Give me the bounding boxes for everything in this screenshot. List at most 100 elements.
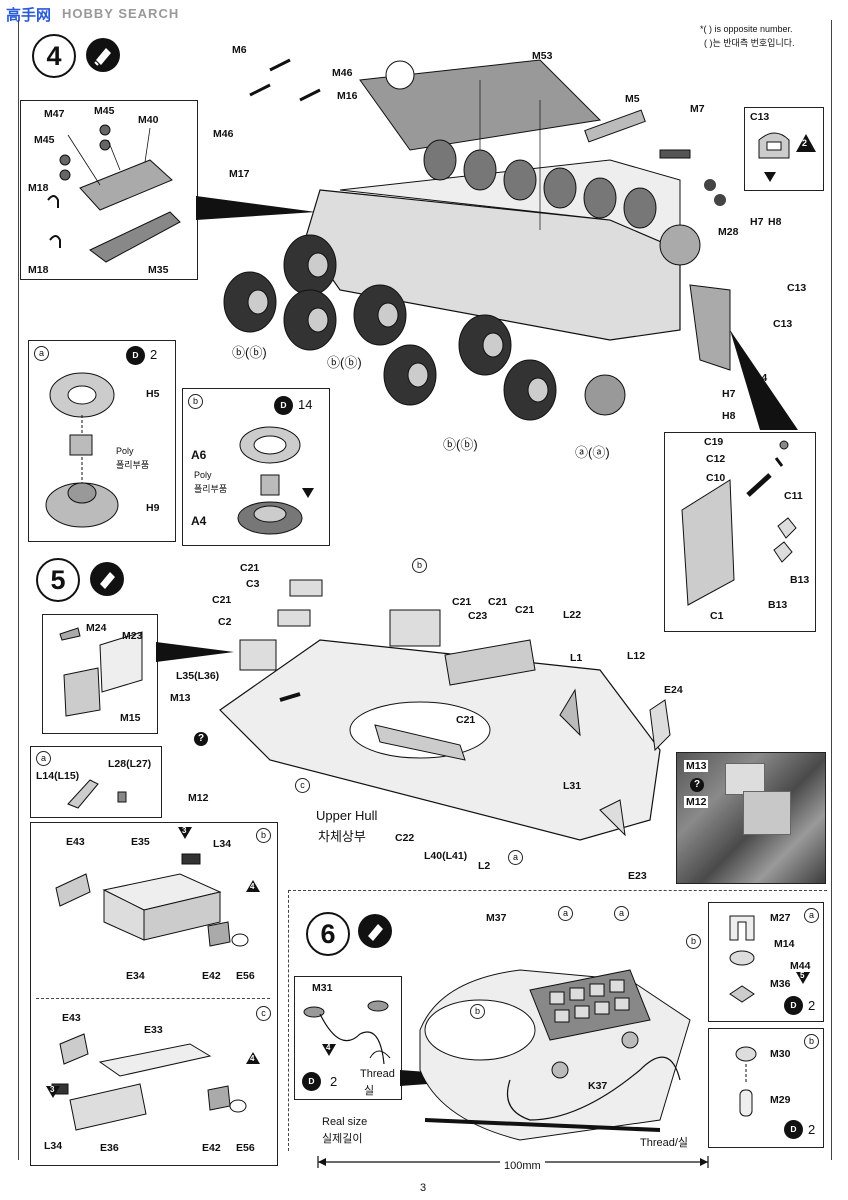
label-h7: H7 xyxy=(750,216,764,228)
arrow-icon xyxy=(302,488,314,498)
label-c12: C12 xyxy=(706,453,726,465)
label-c3: C3 xyxy=(246,578,260,590)
label-c10: C10 xyxy=(706,472,726,484)
sub-b-marker-6: b xyxy=(804,1034,819,1049)
label-m37: M37 xyxy=(486,912,507,924)
poly-cement-icon-b: D xyxy=(274,396,293,415)
sub-a-count-6: 2 xyxy=(808,998,816,1013)
scale-label: 100mm xyxy=(500,1160,545,1172)
poly-cement-icon: D xyxy=(126,346,145,365)
step-4-number: 4 xyxy=(32,34,76,78)
watermark-cn: 高手网 xyxy=(6,7,52,24)
label-m24: M24 xyxy=(86,622,107,634)
label-c22: C22 xyxy=(395,832,415,844)
label-m6: M6 xyxy=(232,44,247,56)
cable-badge-4: 4 xyxy=(326,1043,331,1052)
label-e43-c: E43 xyxy=(62,1012,81,1024)
step6-sub-a xyxy=(708,902,824,1022)
sub-a-marker: a xyxy=(34,346,49,361)
label-h9: H9 xyxy=(146,502,160,514)
page-frame xyxy=(18,20,832,1160)
badge-4-icon-cable xyxy=(322,1044,336,1056)
fender-inset-drawing xyxy=(47,124,181,263)
marker-b-top: b xyxy=(412,558,427,573)
label-bb-3: ⓑ(ⓑ) xyxy=(443,437,478,452)
thread-label: Thread xyxy=(360,1068,395,1080)
detail-callout-wedge xyxy=(730,330,798,430)
photo-label-m12: M12 xyxy=(684,796,709,808)
glue-icon xyxy=(86,38,120,72)
badge-5-icon xyxy=(796,972,810,984)
marker-c: c xyxy=(295,778,310,793)
label-e42: E42 xyxy=(202,970,221,982)
label-l34: L34 xyxy=(213,838,232,850)
sub-a-marker: a xyxy=(36,751,51,766)
opposite-number-note-kr: ( )는 반대측 번호입니다. xyxy=(704,38,795,48)
label-k37: K37 xyxy=(588,1080,608,1092)
label-e33: E33 xyxy=(144,1024,163,1036)
c13-badge: 2 xyxy=(802,138,808,148)
label-b13-b: B13 xyxy=(768,599,788,611)
label-b13: B13 xyxy=(790,574,810,586)
thread-label-kr: 실 xyxy=(364,1085,375,1097)
label-m12: M12 xyxy=(188,792,209,804)
label-m7: M7 xyxy=(690,103,705,115)
label-aa: ⓐ(ⓐ) xyxy=(575,445,610,460)
label-l28: L28(L27) xyxy=(108,758,152,770)
callout-wedge xyxy=(196,196,316,220)
watermark-en: HOBBY SEARCH xyxy=(62,6,180,21)
label-c21: C21 xyxy=(240,562,260,574)
opposite-number-note: *( ) is opposite number. xyxy=(700,24,793,34)
poly-label-b-kr: 폴리부품 xyxy=(194,484,228,494)
page-number: 3 xyxy=(420,1182,427,1194)
label-e43: E43 xyxy=(66,836,85,848)
periscope-drawing xyxy=(729,915,755,1003)
sprocket-drawing xyxy=(45,372,119,528)
label-c21-f: C21 xyxy=(456,714,476,726)
label-l35: L35(L36) xyxy=(176,670,220,682)
photo-question-icon: ? xyxy=(690,778,704,792)
marker-b-1: b xyxy=(470,1004,485,1019)
label-c21-c: C21 xyxy=(452,596,472,608)
label-c23: C23 xyxy=(468,610,488,622)
label-l31: L31 xyxy=(563,780,582,792)
badge-3: 3 xyxy=(182,826,187,835)
badge-4: 4 xyxy=(250,882,255,891)
label-m46-b: M46 xyxy=(213,128,234,140)
reference-photo xyxy=(676,752,826,884)
label-m45-b: M45 xyxy=(34,134,55,146)
label-c21-b: C21 xyxy=(212,594,232,606)
label-h8: H8 xyxy=(768,216,782,228)
label-l34-c: L34 xyxy=(44,1140,63,1152)
label-m27: M27 xyxy=(770,912,791,924)
label-c1: C1 xyxy=(710,610,724,622)
sub-b-count: 14 xyxy=(298,397,313,412)
badge-4-icon-c xyxy=(246,1052,260,1064)
label-c13-b: C13 xyxy=(773,318,793,330)
label-l40: L40(L41) xyxy=(424,850,468,862)
label-a6: A6 xyxy=(191,448,207,462)
marker-b-2: b xyxy=(686,934,701,949)
label-l1: L1 xyxy=(570,652,583,664)
label-c2: C2 xyxy=(218,616,232,628)
inset-callout-wedge xyxy=(156,642,234,662)
label-m16: M16 xyxy=(337,90,358,102)
marker-a-2: a xyxy=(614,906,629,921)
label-e56-c: E56 xyxy=(236,1142,255,1154)
sub-b-marker: b xyxy=(256,828,271,843)
badge-3-icon-c xyxy=(46,1086,60,1098)
label-l22: L22 xyxy=(563,609,582,621)
badge-4-icon xyxy=(246,880,260,892)
label-m44: M44 xyxy=(790,960,811,972)
label-m35: M35 xyxy=(148,264,169,276)
badge-3-icon xyxy=(178,827,192,839)
poly-cement-icon-6b: D xyxy=(784,1120,803,1139)
poly-cement-icon-6a: D xyxy=(784,996,803,1015)
poly-cement-icon-cable: D xyxy=(302,1072,321,1091)
label-m29: M29 xyxy=(770,1094,791,1106)
badge-3-c: 3 xyxy=(50,1085,55,1094)
sub-b-marker: b xyxy=(188,394,203,409)
c13-box-label: C13 xyxy=(750,111,770,123)
label-c19: C19 xyxy=(704,436,724,448)
antenna-sub-a xyxy=(30,746,162,818)
